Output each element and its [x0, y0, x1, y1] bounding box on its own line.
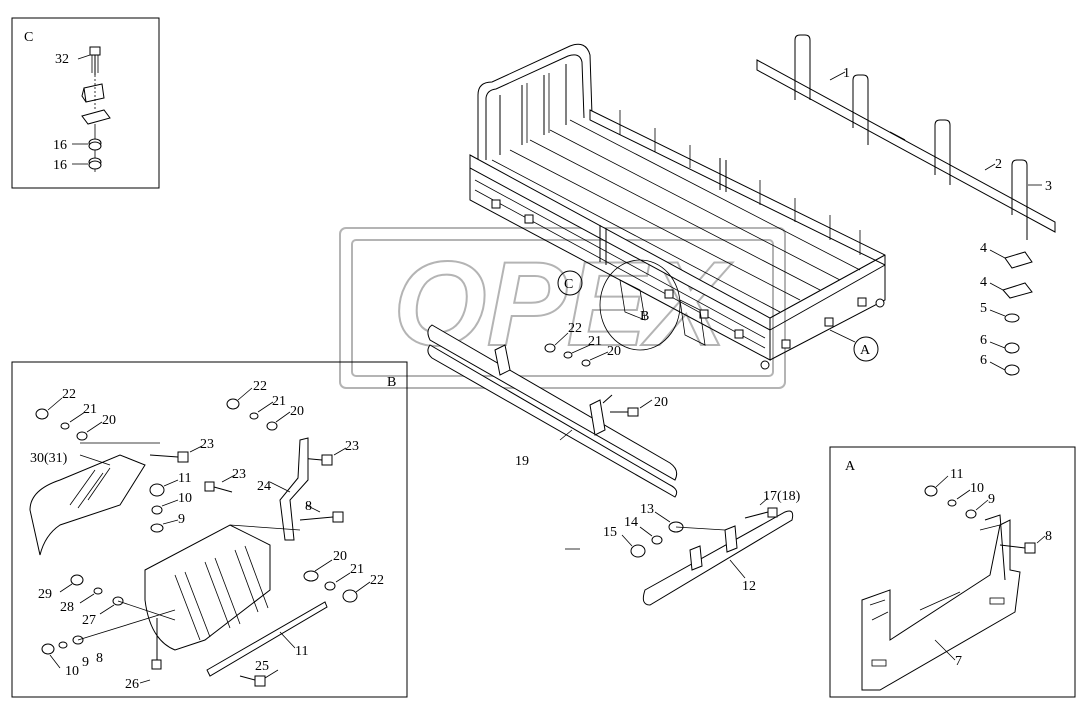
callout-b21a: 21 — [83, 402, 97, 417]
callout-m14: 13 — [640, 502, 654, 517]
callout-m17: 19 — [515, 454, 529, 469]
callout-b10a: 10 — [178, 491, 192, 506]
callout-a8: 8 — [1045, 529, 1052, 544]
callout-m20: 20 — [607, 344, 621, 359]
callout-b10b: 9 — [82, 655, 89, 670]
callout-b22c: 22 — [370, 573, 384, 588]
callout-a11: 11 — [950, 467, 963, 482]
callout-b9b: 8 — [96, 651, 103, 666]
callout-mC: C — [564, 277, 573, 292]
callout-b23a: 23 — [200, 437, 214, 452]
callout-b21b: 21 — [272, 394, 286, 409]
callout-b27: 27 — [82, 613, 96, 628]
callout-b20b: 20 — [290, 404, 304, 419]
callout-b25: 11 — [295, 644, 308, 659]
inset-c-frame — [11, 17, 160, 189]
callout-m2: 2 — [995, 157, 1002, 172]
callout-a10: 10 — [970, 481, 984, 496]
callout-b22a: 22 — [62, 387, 76, 402]
callout-m3: 3 — [1045, 179, 1052, 194]
detail-markers: A C B — [557, 259, 879, 362]
inset-a-label: A — [845, 459, 856, 474]
callout-c32: 32 — [55, 52, 69, 67]
callout-b20a: 20 — [102, 413, 116, 428]
ubolt-assembly: 1 2 3 4 4 5 6 6 — [756, 34, 1056, 376]
callout-b23c: 23 — [232, 467, 246, 482]
truck-bed — [469, 43, 886, 370]
callout-b21c: 21 — [350, 562, 364, 577]
callout-b22b: 22 — [253, 379, 267, 394]
inset-b: B 22 21 20 30(31) 23 22 21 20 — [11, 361, 408, 698]
callout-b20c: 20 — [333, 549, 347, 564]
callout-c16a: 16 — [53, 138, 67, 153]
callout-b8a: 8 — [305, 499, 312, 514]
callout-m13: 17(18) — [763, 489, 801, 504]
callout-m6a: 6 — [980, 333, 987, 348]
callout-m5: 5 — [980, 301, 987, 316]
inset-b-frame — [11, 361, 408, 698]
callout-m4b: 4 — [980, 275, 987, 290]
inset-a: A 7 11 10 9 8 — [829, 446, 1076, 698]
callout-b11a: 11 — [178, 471, 191, 486]
inset-a-frame — [829, 446, 1076, 698]
callout-c16b: 16 — [53, 158, 67, 173]
callout-mA: A — [860, 343, 871, 358]
callout-m1: 1 — [843, 66, 850, 81]
inset-b-label: B — [387, 375, 396, 390]
side-guard: 19 20 22 21 20 — [427, 321, 678, 498]
inset-c: C 32 16 16 — [11, 17, 160, 189]
inset-c-label: C — [24, 30, 33, 45]
callout-m22: 22 — [568, 321, 582, 336]
callout-b8b: 26 — [125, 677, 139, 692]
callout-m15: 14 — [624, 515, 638, 530]
callout-b11b: 10 — [65, 664, 79, 679]
callout-m4a: 4 — [980, 241, 987, 256]
callout-m19: 20 — [654, 395, 668, 410]
callout-b9a: 9 — [178, 512, 185, 527]
rear-guard: 12 17(18) 13 14 15 — [565, 489, 801, 606]
callout-b30: 30(31) — [30, 451, 68, 466]
callout-b23b: 23 — [345, 439, 359, 454]
callout-m12: 12 — [742, 579, 756, 594]
callout-b24: 24 — [257, 479, 271, 494]
callout-a9: 9 — [988, 492, 995, 507]
callout-b26: 25 — [255, 659, 269, 674]
callout-b29: 29 — [38, 587, 52, 602]
callout-b28: 28 — [60, 600, 74, 615]
watermark-text: OPEX — [393, 237, 733, 371]
callout-mB: B — [640, 309, 649, 324]
callout-m21: 21 — [588, 334, 602, 349]
callout-m6b: 6 — [980, 353, 987, 368]
callout-a7: 7 — [955, 654, 962, 669]
callout-m16: 15 — [603, 525, 617, 540]
